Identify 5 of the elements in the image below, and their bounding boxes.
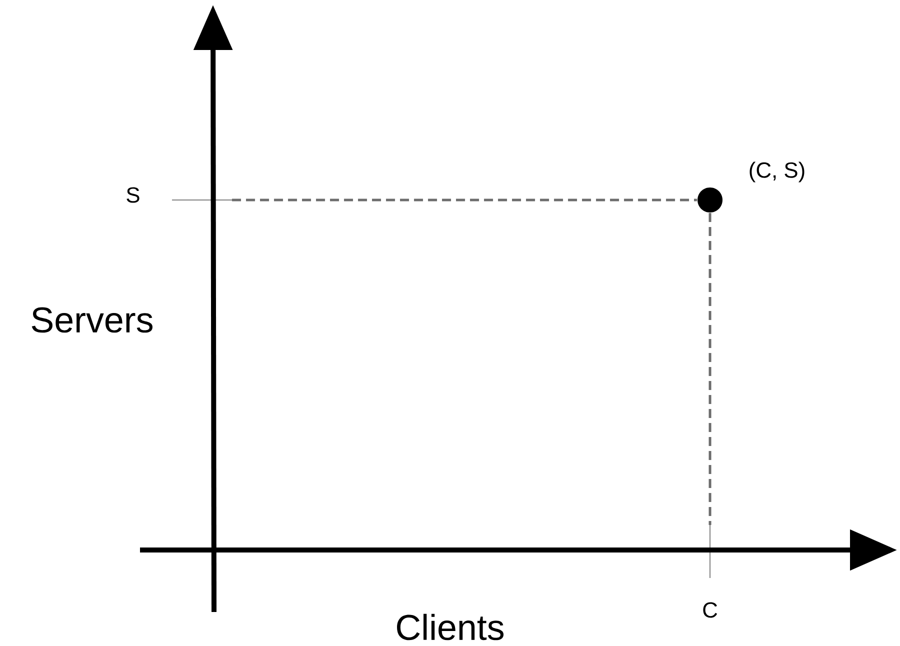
axis-label: Servers [32,307,152,333]
axis-label: Clients [397,614,504,640]
tick-label: C [703,602,718,618]
point-label: (C, S) [750,162,804,182]
tick-label: S [126,187,140,203]
